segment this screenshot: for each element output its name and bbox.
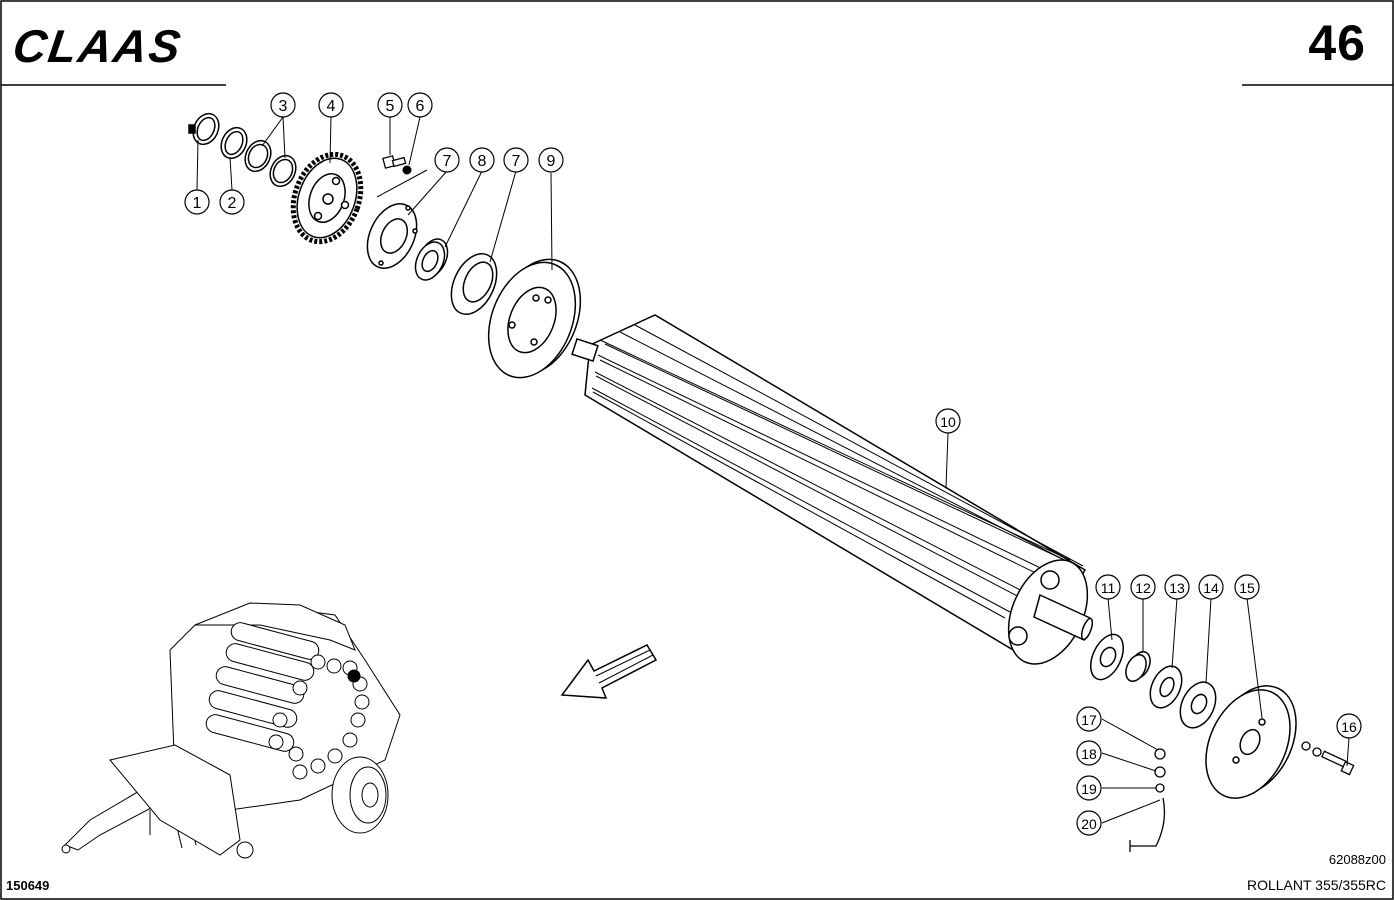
- callout-1: 1: [184, 189, 210, 215]
- part-end-disc: [487, 258, 582, 379]
- svg-text:10: 10: [940, 414, 956, 430]
- callout-18: 18: [1076, 740, 1102, 766]
- svg-text:8: 8: [478, 153, 487, 170]
- page-number: 46: [1308, 15, 1366, 71]
- svg-text:1: 1: [193, 195, 202, 212]
- svg-text:CLAAS: CLAAS: [10, 20, 186, 72]
- part-bolt-16: [1301, 741, 1355, 776]
- machine-overview-illustration: [61, 602, 401, 859]
- svg-text:7: 7: [512, 153, 521, 170]
- part-disc-15: [1205, 685, 1297, 799]
- part-roller: [571, 314, 1094, 665]
- callout-7a: 7: [434, 147, 460, 173]
- part-flange-11: [1090, 633, 1124, 681]
- callout-17: 17: [1076, 706, 1102, 732]
- callout-2: 2: [219, 189, 245, 215]
- drawing-reference: 62088z00: [1328, 852, 1386, 867]
- arrow-icon: [560, 644, 658, 699]
- part-grease-fittings: [1129, 748, 1166, 852]
- leader-lines: [196, 116, 1350, 824]
- document-code: 150649: [6, 878, 50, 893]
- callout-19: 19: [1076, 775, 1102, 801]
- svg-text:16: 16: [1341, 719, 1357, 735]
- callout-12: 12: [1130, 574, 1156, 600]
- callout-15: 15: [1234, 574, 1260, 600]
- callout-13: 13: [1164, 574, 1190, 600]
- part-ring: [220, 126, 248, 160]
- part-sprocket: [290, 151, 364, 245]
- part-plate-14: [1179, 681, 1217, 729]
- svg-text:18: 18: [1081, 746, 1097, 762]
- svg-text:14: 14: [1203, 580, 1219, 596]
- callout-7b: 7: [503, 147, 529, 173]
- svg-text:4: 4: [327, 98, 336, 115]
- part-bearing-12: [1125, 651, 1151, 682]
- callout-16: 16: [1336, 713, 1362, 739]
- model-name: ROLLANT 355/355RC: [1246, 877, 1386, 893]
- svg-text:15: 15: [1239, 580, 1255, 596]
- svg-text:12: 12: [1135, 580, 1151, 596]
- svg-text:2: 2: [228, 195, 237, 212]
- callout-10: 10: [935, 408, 961, 434]
- svg-text:7: 7: [443, 153, 452, 170]
- part-nut: [402, 165, 412, 175]
- callout-8: 8: [469, 147, 495, 173]
- callout-4: 4: [318, 92, 344, 118]
- part-flange-plate: [366, 203, 418, 269]
- part-flange-13: [1149, 665, 1183, 709]
- svg-text:19: 19: [1081, 781, 1097, 797]
- callout-14: 14: [1198, 574, 1224, 600]
- callout-9: 9: [538, 147, 564, 173]
- svg-text:11: 11: [1101, 580, 1116, 596]
- callout-3: 3: [270, 92, 296, 118]
- svg-text:6: 6: [416, 98, 425, 115]
- svg-text:3: 3: [279, 98, 288, 115]
- callout-20: 20: [1076, 810, 1102, 836]
- callout-6: 6: [407, 92, 433, 118]
- part-bolt: [382, 155, 407, 169]
- part-spacer-rings: [244, 139, 297, 188]
- svg-text:20: 20: [1081, 816, 1097, 832]
- svg-text:13: 13: [1169, 580, 1185, 596]
- brand-logo: CLAAS: [10, 20, 186, 72]
- svg-text:9: 9: [547, 153, 556, 170]
- machine-rollers: [205, 622, 370, 780]
- svg-text:17: 17: [1081, 712, 1097, 728]
- part-flange-plate-2: [450, 253, 498, 315]
- part-retaining-ring: [188, 112, 220, 146]
- callout-11: 11: [1095, 574, 1121, 600]
- part-bearing: [414, 238, 449, 281]
- svg-text:5: 5: [386, 98, 395, 115]
- callout-5: 5: [377, 92, 403, 118]
